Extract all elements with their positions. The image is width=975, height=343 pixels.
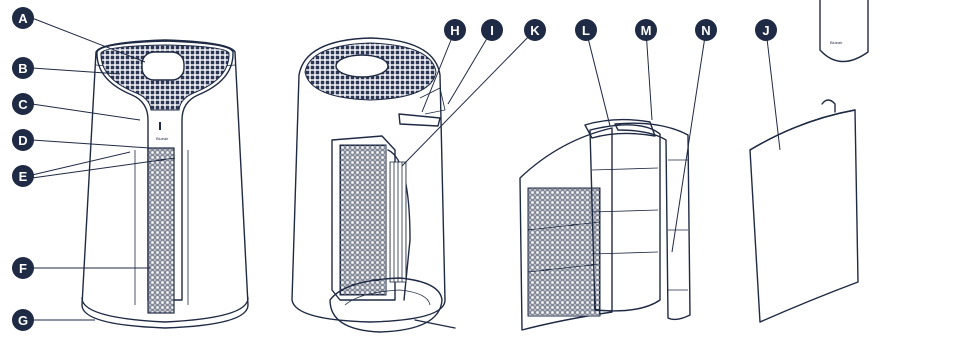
svg-text:N: N: [701, 23, 710, 38]
purifier-side-view: [292, 38, 455, 332]
part-m-outer-frame: [615, 123, 690, 319]
svg-text:D: D: [18, 133, 27, 148]
callout-d: D: [12, 129, 34, 151]
svg-text:E: E: [19, 169, 28, 184]
callout-n: N: [695, 19, 717, 41]
brand-mark-front: Blueair: [156, 136, 169, 141]
svg-text:K: K: [530, 23, 540, 38]
svg-text:J: J: [762, 23, 769, 38]
callout-f: F: [12, 257, 34, 279]
callout-g: G: [12, 309, 34, 331]
svg-text:M: M: [641, 23, 652, 38]
svg-text:H: H: [450, 23, 459, 38]
callout-b: B: [12, 57, 34, 79]
callout-m: M: [635, 19, 657, 41]
callout-e: E: [12, 165, 34, 187]
svg-text:A: A: [18, 11, 28, 26]
svg-text:G: G: [18, 313, 28, 328]
callout-j: J: [755, 19, 777, 41]
purifier-front-view: Blueair: [82, 40, 248, 328]
remote-tag: Blueair: [820, 0, 868, 62]
callout-k: K: [524, 19, 546, 41]
brand-mark-tag: Blueair: [830, 40, 843, 45]
callout-c: C: [12, 93, 34, 115]
part-j-grille-shell: [750, 100, 858, 322]
callout-a: A: [12, 7, 34, 29]
svg-text:I: I: [490, 23, 494, 38]
callout-i: I: [481, 19, 503, 41]
part-l-filter-frame: [520, 128, 612, 330]
svg-text:F: F: [19, 261, 27, 276]
callout-h: H: [444, 19, 466, 41]
svg-text:C: C: [18, 97, 28, 112]
callout-l: L: [575, 19, 597, 41]
svg-text:B: B: [18, 61, 27, 76]
svg-text:L: L: [582, 23, 590, 38]
